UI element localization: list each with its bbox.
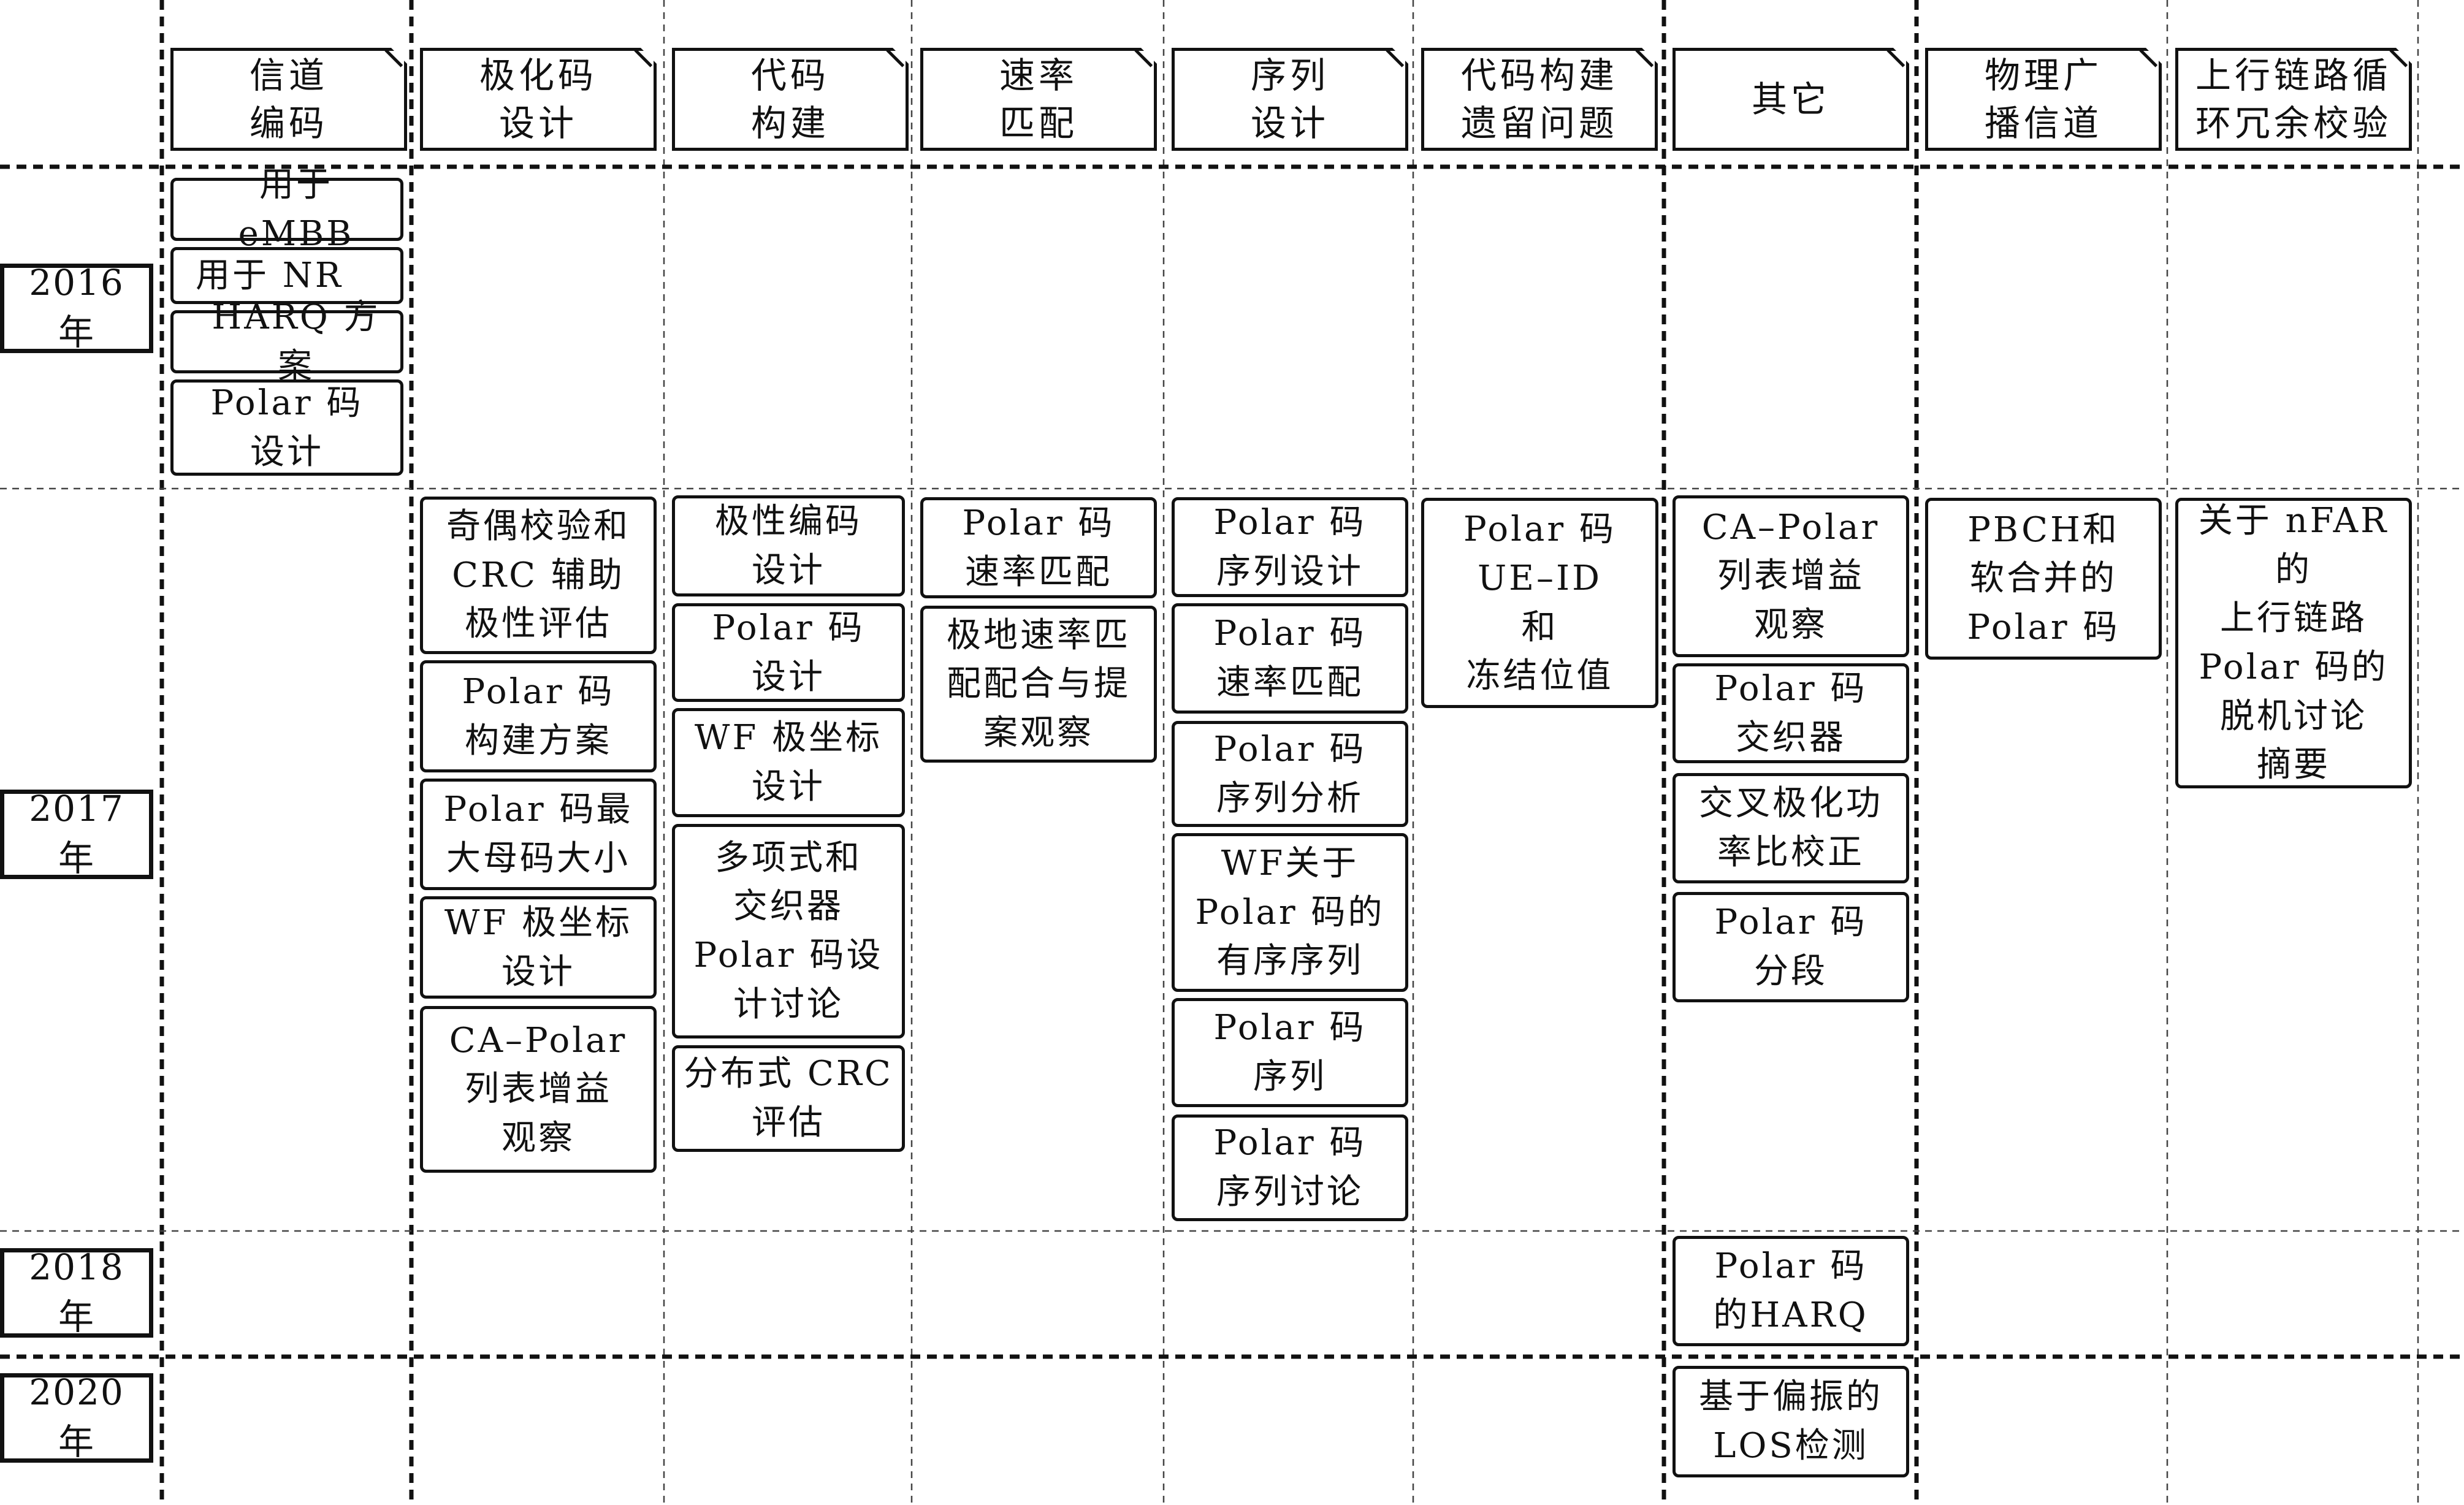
topic-box-code-construction-2017: 多项式和 交织器 Polar 码设 计讨论 (672, 824, 905, 1038)
topic-box-polar-code-design-2017: Polar 码 构建方案 (420, 660, 657, 772)
column-header-rate-matching: 速率 匹配 (920, 48, 1157, 151)
topic-box-polar-code-design-2017: WF 极坐标 设计 (420, 896, 657, 999)
year-label-2016: 2016 年 (0, 262, 153, 353)
topic-box-polar-code-design-2017: CA–Polar 列表增益 观察 (420, 1006, 657, 1173)
column-header-other: 其它 (1673, 48, 1909, 151)
column-header-construction-legacy: 代码构建 遗留问题 (1421, 48, 1658, 151)
topic-box-rate-matching-2017: 极地速率匹 配配合与提 案观察 (920, 606, 1157, 763)
topic-box-other-2017: Polar 码 分段 (1673, 892, 1909, 1002)
column-header-pbch: 物理广 播信道 (1925, 48, 2162, 151)
topic-box-polar-code-design-2017: Polar 码最 大母码大小 (420, 779, 657, 890)
topic-box-channel-coding-2016: 用于 eMBB (170, 165, 403, 254)
topic-box-code-construction-2017: 极性编码 设计 (672, 495, 905, 596)
topic-box-pbch-2017: PBCH和 软合并的 Polar 码 (1925, 498, 2162, 660)
topic-box-sequence-design-2017: Polar 码 序列设计 (1172, 497, 1408, 597)
topic-box-other-2018: Polar 码 的HARQ (1673, 1236, 1909, 1346)
year-label-2020: 2020 年 (0, 1371, 153, 1463)
topic-box-code-construction-2017: WF 极坐标 设计 (672, 708, 905, 817)
topic-box-code-construction-2017: Polar 码 设计 (672, 603, 905, 702)
column-header-uplink-crc: 上行链路循 环冗余校验 (2175, 48, 2412, 151)
topic-box-polar-code-design-2017: 奇偶校验和 CRC 辅助 极性评估 (420, 497, 657, 654)
topic-box-sequence-design-2017: Polar 码 序列讨论 (1172, 1114, 1408, 1221)
year-label-2017: 2017 年 (0, 788, 153, 879)
topic-box-other-2017: 交叉极化功 率比校正 (1673, 773, 1909, 883)
column-header-polar-code-design: 极化码 设计 (420, 48, 657, 151)
topic-box-code-construction-2017: 分布式 CRC 评估 (672, 1045, 905, 1152)
topic-box-other-2017: Polar 码 交织器 (1673, 663, 1909, 763)
column-header-channel-coding: 信道 编码 (170, 48, 407, 151)
topic-box-channel-coding-2016: HARQ 方案 (170, 297, 403, 386)
topic-box-sequence-design-2017: WF关于 Polar 码的 有序序列 (1172, 833, 1408, 992)
topic-box-rate-matching-2017: Polar 码 速率匹配 (920, 497, 1157, 598)
topic-box-sequence-design-2017: Polar 码 序列 (1172, 998, 1408, 1107)
topic-box-channel-coding-2016: 用于 NR (170, 247, 403, 304)
topic-box-construction-legacy-2017: Polar 码 UE–ID 和 冻结位值 (1421, 498, 1658, 708)
topic-box-channel-coding-2016: Polar 码 设计 (170, 379, 403, 476)
topic-box-uplink-crc-2017: 关于 nFAR的 上行链路 Polar 码的 脱机讨论 摘要 (2175, 498, 2412, 788)
topic-box-sequence-design-2017: Polar 码 序列分析 (1172, 721, 1408, 827)
column-header-code-construction: 代码 构建 (672, 48, 909, 151)
topic-box-other-2020: 基于偏振的 LOS检测 (1673, 1366, 1909, 1477)
topic-box-other-2017: CA–Polar 列表增益 观察 (1673, 495, 1909, 657)
year-label-2018: 2018 年 (0, 1246, 153, 1338)
column-header-sequence-design: 序列 设计 (1172, 48, 1408, 151)
topic-box-sequence-design-2017: Polar 码 速率匹配 (1172, 603, 1408, 714)
